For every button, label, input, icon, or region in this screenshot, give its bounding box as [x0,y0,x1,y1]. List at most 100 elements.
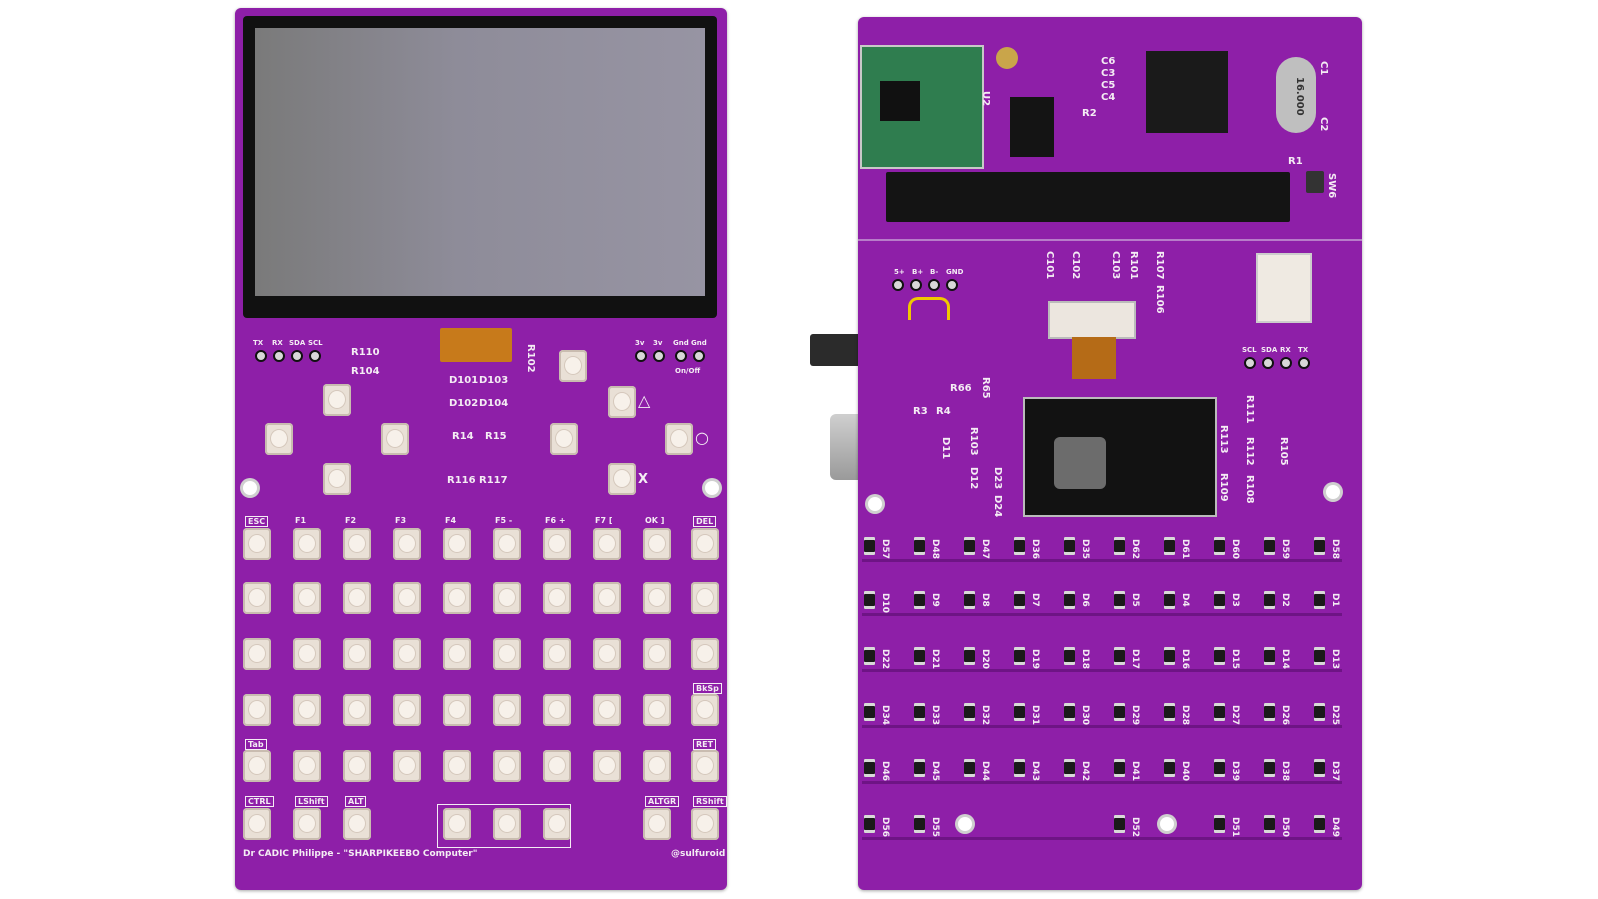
bottom-row-key[interactable] [691,808,719,840]
key-button[interactable] [543,638,571,670]
key-button[interactable] [691,582,719,614]
matrix-trace [862,837,1342,840]
back-pcb: U2 16.000 C6 C3 C5 C4 R2 C1 C2 R1 SW6 C1… [858,17,1362,890]
key-button[interactable] [593,750,621,782]
key-button[interactable] [443,694,471,726]
key-button[interactable] [443,638,471,670]
triangle-button[interactable] [608,386,636,418]
key-button[interactable] [243,694,271,726]
ref-c2: C2 [1318,117,1329,132]
key-button[interactable] [593,694,621,726]
fkey-button[interactable] [293,528,321,560]
ref-sw6: SW6 [1326,173,1337,199]
dpad-down-button[interactable] [323,463,351,495]
key-button[interactable] [493,638,521,670]
bottom-row-key[interactable] [493,808,521,840]
bottom-row-key[interactable] [443,808,471,840]
key-button[interactable] [243,750,271,782]
key-button[interactable] [493,582,521,614]
smd-led [864,759,875,777]
led-ref-label: D30 [1080,705,1090,725]
bottom-row-key[interactable] [543,808,571,840]
smd-led [1264,759,1275,777]
inductor [1054,437,1106,489]
smd-led [964,537,975,555]
led-ref-label: D25 [1330,705,1340,725]
key-button[interactable] [643,638,671,670]
key-button[interactable] [393,638,421,670]
fkey-button[interactable] [443,528,471,560]
key-button[interactable] [393,694,421,726]
smd-led [1214,759,1225,777]
led-ref-label: D57 [880,539,890,559]
key-button[interactable] [293,750,321,782]
smd-led [1114,537,1125,555]
action-top-button[interactable] [559,350,587,382]
key-button[interactable] [343,750,371,782]
bottom-row-key[interactable] [243,808,271,840]
key-button[interactable] [543,750,571,782]
led-ref-label: D1 [1330,593,1340,607]
key-button[interactable] [293,582,321,614]
fkey-button[interactable] [593,528,621,560]
key-button[interactable] [493,750,521,782]
key-button[interactable] [243,582,271,614]
key-button[interactable] [293,638,321,670]
ref-c4: C4 [1101,92,1116,103]
fkey-button[interactable] [543,528,571,560]
dpad-left-button[interactable] [265,423,293,455]
square-button[interactable] [550,423,578,455]
key-button[interactable] [343,694,371,726]
smd-led [1064,537,1075,555]
fkey-button[interactable] [493,528,521,560]
key-button[interactable] [293,694,321,726]
key-button[interactable] [443,750,471,782]
key-button[interactable] [643,750,671,782]
key-button[interactable] [343,638,371,670]
reset-button[interactable] [1306,171,1324,193]
smd-led [914,537,925,555]
key-button[interactable] [643,694,671,726]
fkey-button[interactable] [643,528,671,560]
key-button[interactable] [691,638,719,670]
fkey-button[interactable] [243,528,271,560]
key-button[interactable] [593,638,621,670]
circle-button[interactable] [665,423,693,455]
mount-hole [1326,485,1340,499]
key-button[interactable] [691,694,719,726]
smd-led [1114,591,1125,609]
led-ref-label: D49 [1330,817,1340,837]
i2c-label-scl: SCL [1242,346,1257,354]
smd-led [914,759,925,777]
key-button[interactable] [543,582,571,614]
key-button[interactable] [393,750,421,782]
led-ref-label: D29 [1130,705,1140,725]
fkey-button[interactable] [343,528,371,560]
matrix-trace [862,781,1342,784]
dpad-up-button[interactable] [323,384,351,416]
triangle-icon: △ [638,391,651,410]
bottom-row-key[interactable] [293,808,321,840]
dpad-right-button[interactable] [381,423,409,455]
smd-led [914,703,925,721]
smd-led [1114,815,1125,833]
modifier-key-label: RShift [693,796,727,807]
fkey-button[interactable] [691,528,719,560]
bottom-row-key[interactable] [643,808,671,840]
key-button[interactable] [343,582,371,614]
ref-c6: C6 [1101,56,1116,67]
smd-led [914,815,925,833]
key-button[interactable] [243,638,271,670]
fkey-button[interactable] [393,528,421,560]
fkey-label: DEL [693,516,717,527]
smd-led [864,647,875,665]
key-button[interactable] [593,582,621,614]
key-button[interactable] [493,694,521,726]
key-button[interactable] [393,582,421,614]
key-button[interactable] [543,694,571,726]
cross-button[interactable] [608,463,636,495]
key-button[interactable] [643,582,671,614]
bottom-row-key[interactable] [343,808,371,840]
key-button[interactable] [691,750,719,782]
key-button[interactable] [443,582,471,614]
